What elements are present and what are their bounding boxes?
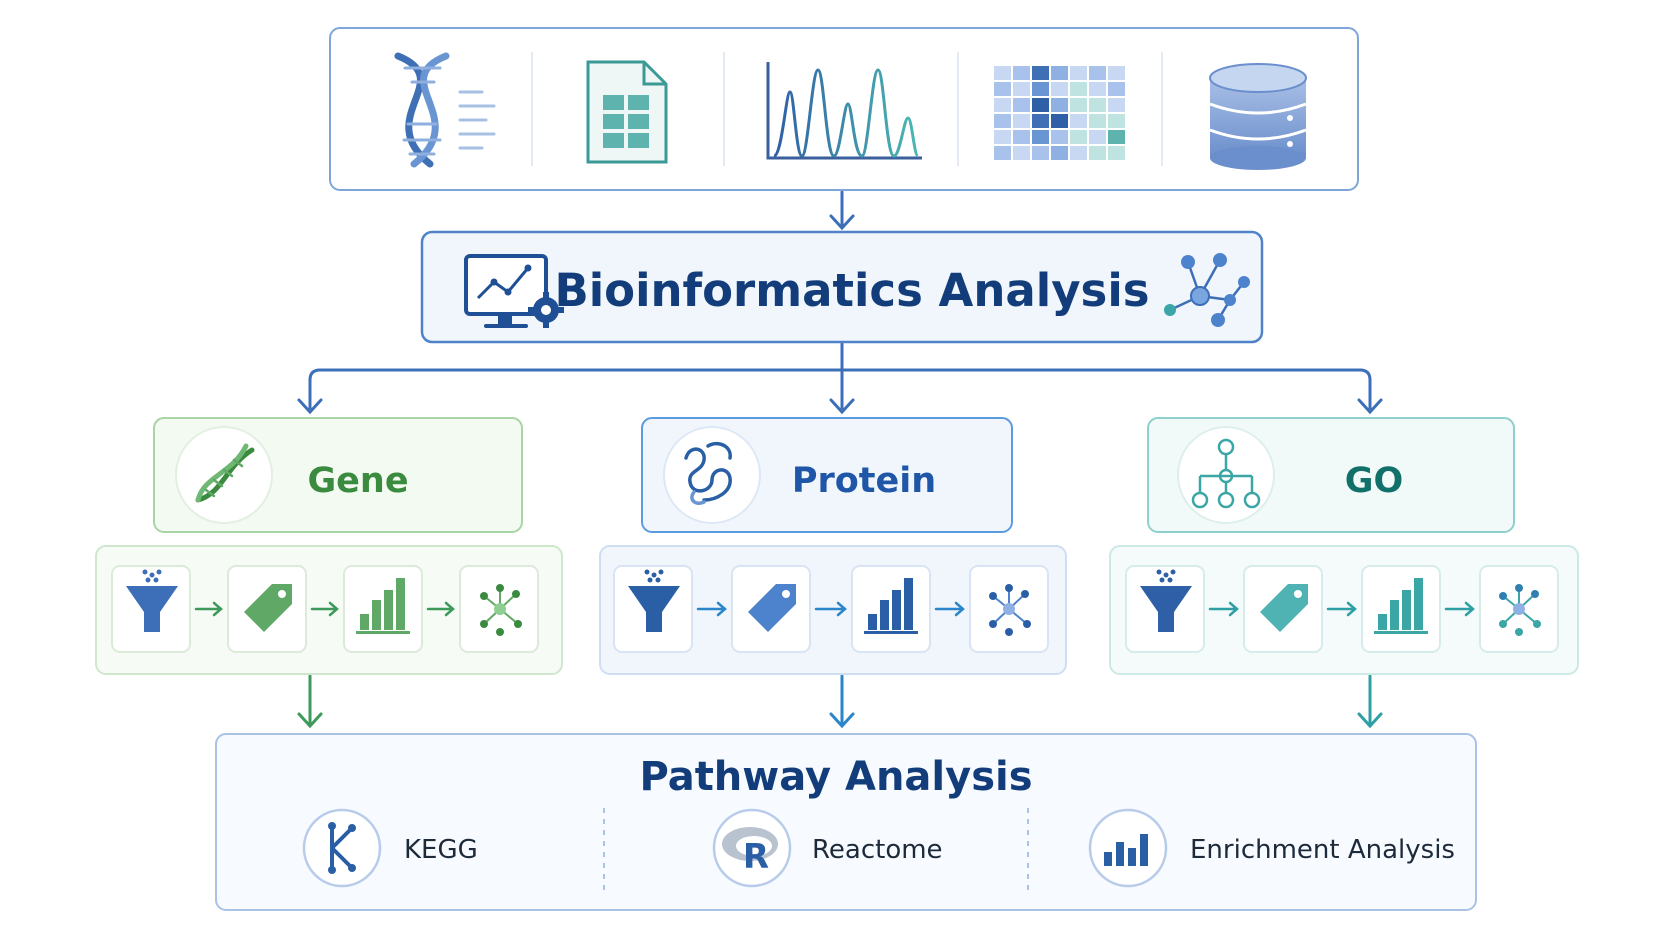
arrowhead-go-to-pathway <box>1357 712 1383 729</box>
analysis-title: Bioinformatics Analysis <box>554 264 1149 317</box>
arrowhead-gene-to-pathway <box>297 712 323 729</box>
branch-protein-label: Protein <box>792 461 936 501</box>
r-logo-icon: R <box>712 808 792 888</box>
branch-go: GO <box>1109 417 1579 675</box>
tool-enrichment-label: Enrichment Analysis <box>1190 835 1455 865</box>
monitor-analytics-icon <box>464 254 564 328</box>
pathway-panel: Pathway Analysis KEGG R Reactome <box>215 733 1477 911</box>
arrowhead-inputs-to-analysis <box>829 214 855 231</box>
protein-tag-icon <box>748 584 796 632</box>
spreadsheet-file-icon <box>586 60 668 164</box>
svg-text:R: R <box>743 837 769 877</box>
protein-step-arrows <box>696 601 965 617</box>
connector-branch-bus <box>308 368 1372 410</box>
dna-icon <box>195 443 255 503</box>
arrowhead-go <box>1357 398 1383 415</box>
branch-gene: Gene <box>95 417 563 675</box>
pathway-title: Pathway Analysis <box>639 754 1032 800</box>
molecule-network-icon <box>1164 253 1250 327</box>
gene-bar-chart-icon <box>356 578 410 634</box>
branch-go-label: GO <box>1345 461 1403 501</box>
gene-network-icon <box>480 584 522 636</box>
dna-sequence-icon <box>394 52 496 168</box>
go-bar-chart-icon <box>1374 578 1428 634</box>
gene-tag-icon <box>244 584 292 632</box>
gene-step-arrows <box>194 601 455 617</box>
go-step-arrows <box>1208 601 1475 617</box>
go-filter-icon <box>1140 569 1192 632</box>
arrowhead-protein-to-pathway <box>829 712 855 729</box>
spectrum-chart-icon <box>766 62 922 160</box>
connectors <box>297 190 1383 729</box>
kegg-logo-icon <box>302 808 382 888</box>
protein-filter-icon <box>628 569 680 632</box>
input-data-panel <box>329 27 1359 191</box>
go-network-icon <box>1499 584 1541 636</box>
tool-reactome-label: Reactome <box>812 835 943 865</box>
gene-filter-icon <box>126 569 178 632</box>
protein-structure-icon <box>684 441 732 505</box>
branch-protein: Protein <box>599 417 1067 675</box>
hierarchy-tree-icon <box>1191 438 1261 509</box>
analysis-panel: Bioinformatics Analysis <box>420 230 1264 344</box>
arrowhead-gene <box>297 398 323 415</box>
tool-kegg-label: KEGG <box>404 835 478 865</box>
database-icon <box>1209 63 1307 170</box>
enrichment-bars-icon <box>1088 808 1168 888</box>
branch-gene-label: Gene <box>307 461 408 501</box>
protein-network-icon <box>989 584 1031 636</box>
arrowhead-protein <box>829 398 855 415</box>
protein-bar-chart-icon <box>864 578 918 634</box>
go-tag-icon <box>1260 584 1308 632</box>
heatmap-matrix-icon <box>994 66 1125 160</box>
